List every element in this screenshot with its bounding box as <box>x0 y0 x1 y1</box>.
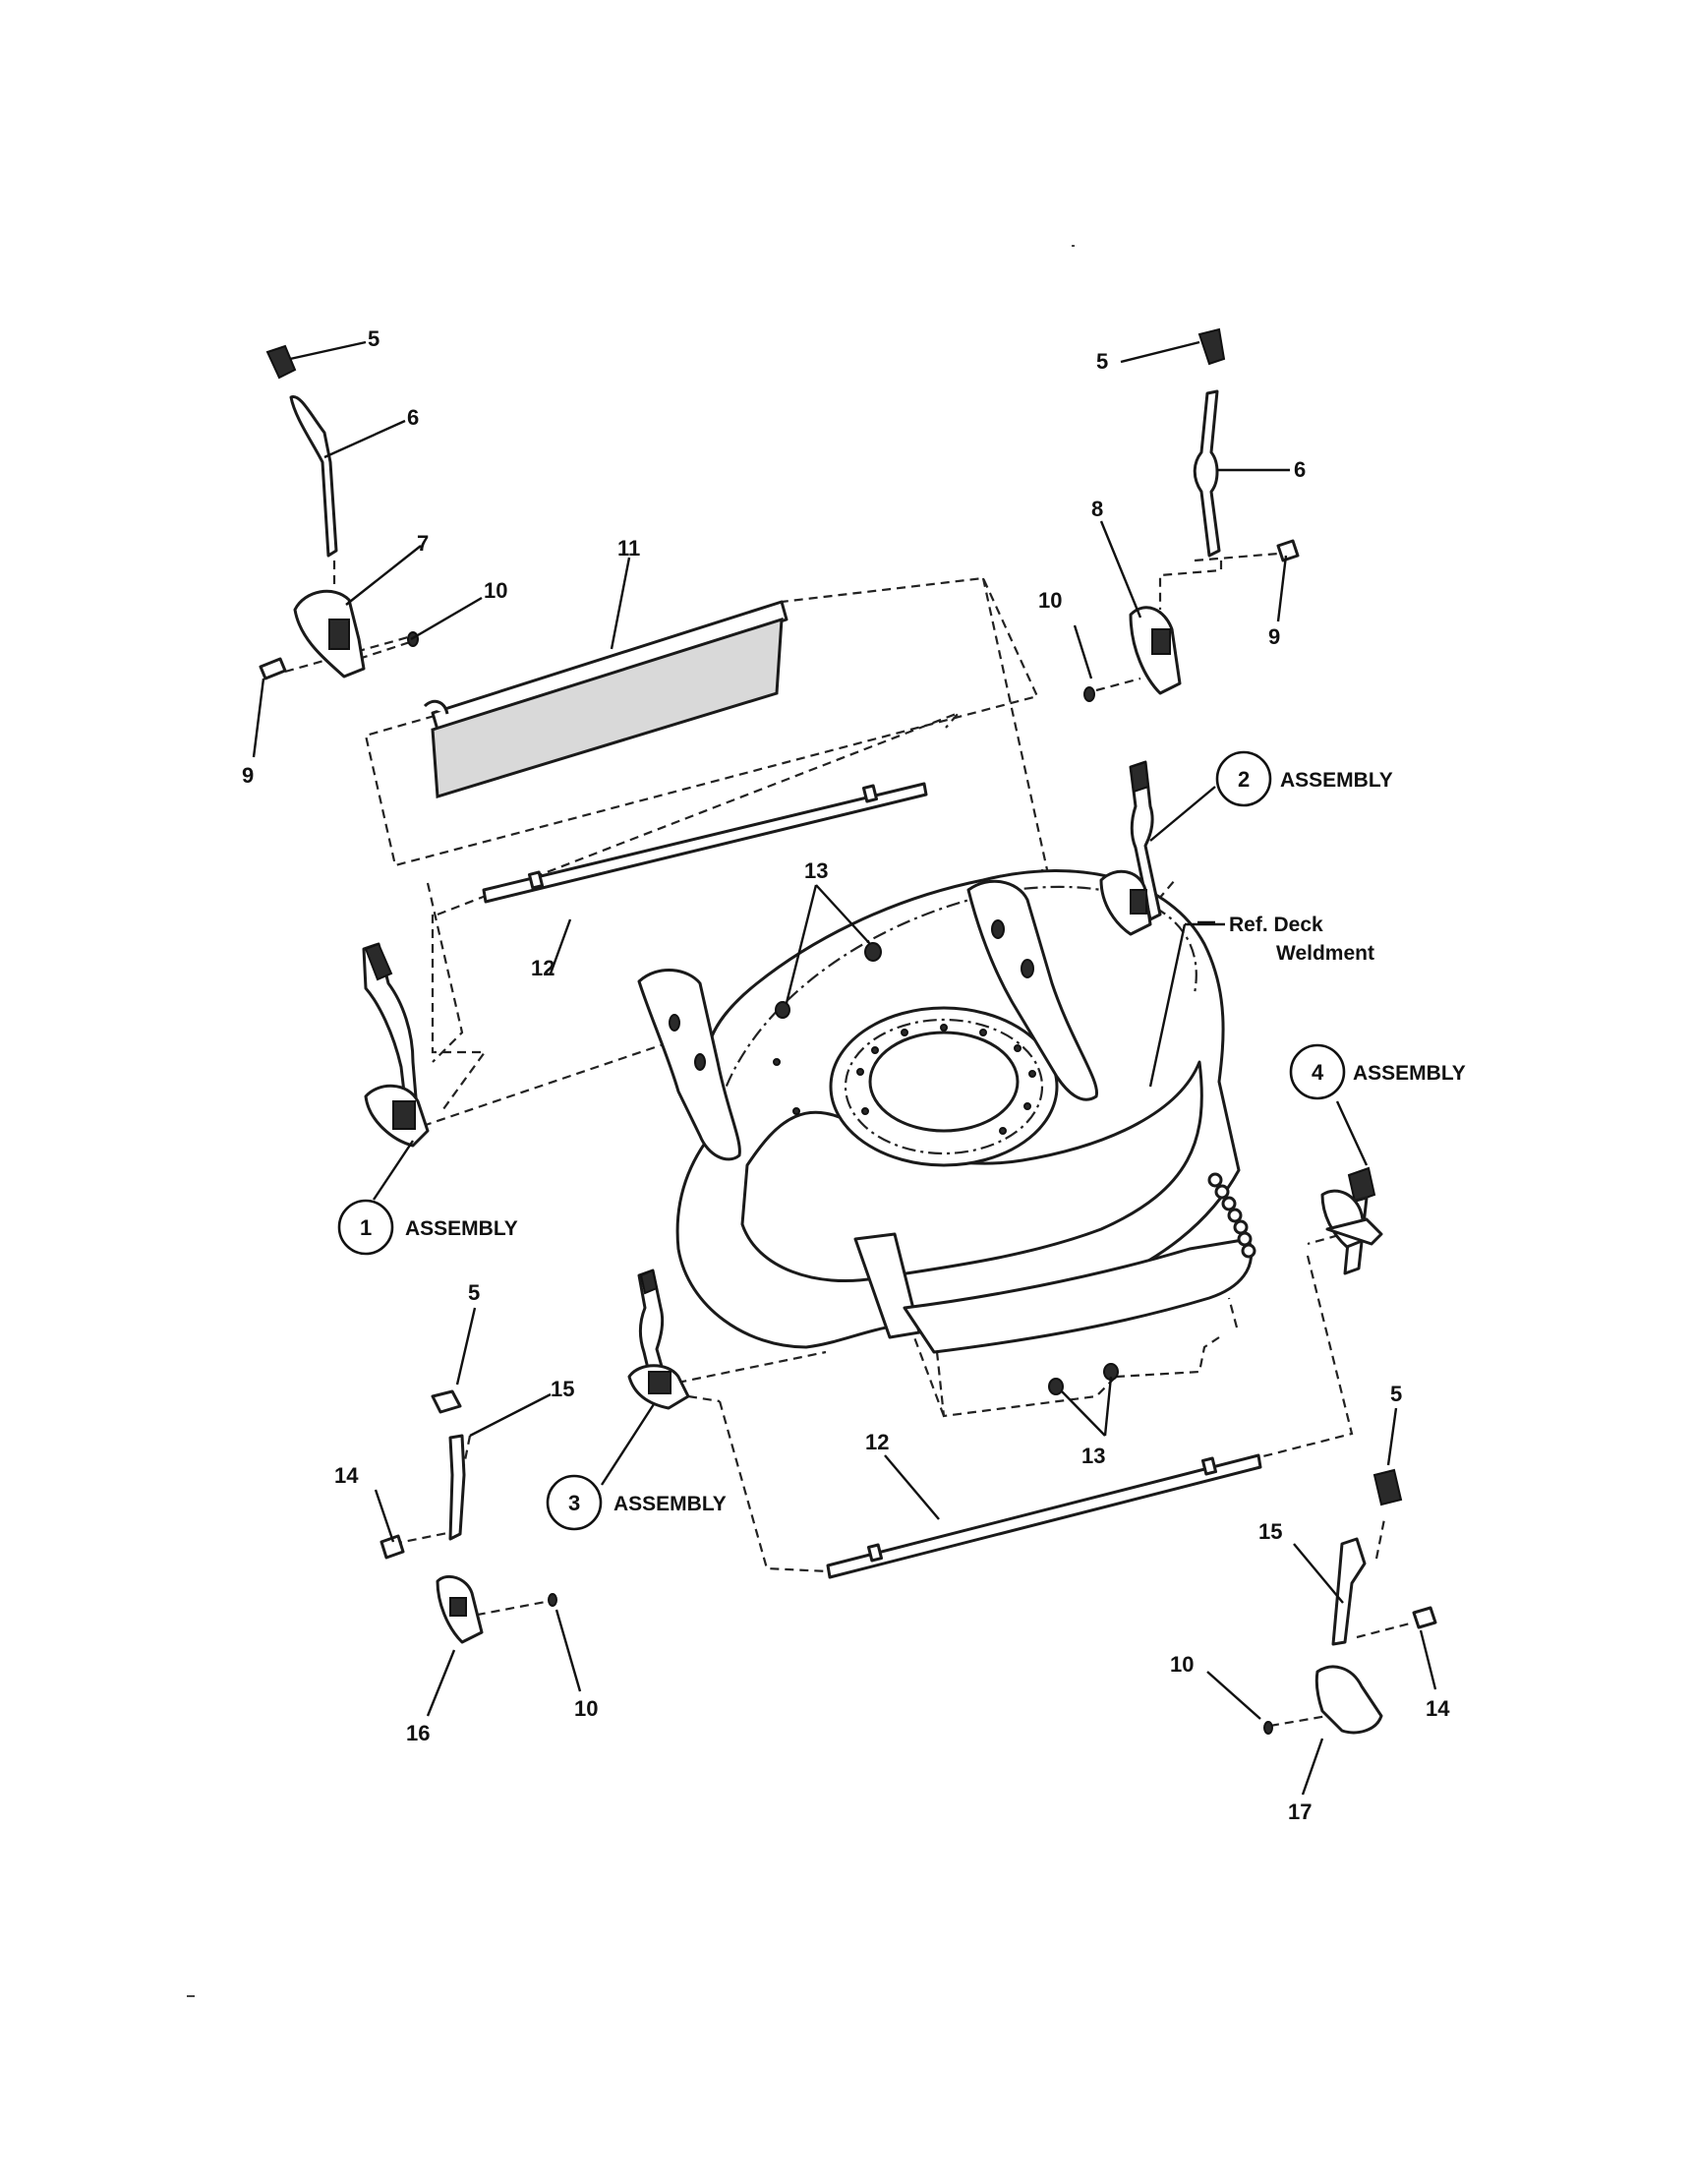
upper-right-height-adjuster <box>1083 327 1300 702</box>
mounting-holes <box>773 1024 1036 1135</box>
label-17: 17 <box>1288 1800 1312 1824</box>
assembly-3-number: 3 <box>568 1491 580 1515</box>
label-16: 16 <box>406 1721 430 1745</box>
label-12-lower: 12 <box>865 1430 889 1454</box>
assembly-2-text: ASSEMBLY <box>1280 769 1393 792</box>
assembly-4-number: 4 <box>1312 1060 1324 1085</box>
label-6-upper-right: 6 <box>1294 457 1306 482</box>
label-7: 7 <box>417 531 429 556</box>
assembly-4-bracket <box>1320 1166 1383 1275</box>
label-13-lower: 13 <box>1081 1444 1105 1468</box>
assembly-3-bracket <box>627 1269 690 1410</box>
label-12-upper: 12 <box>531 956 555 980</box>
axle-rod-lower-part-12 <box>826 1453 1262 1579</box>
label-14-lower-right: 14 <box>1426 1696 1450 1721</box>
label-8: 8 <box>1091 497 1103 521</box>
lower-left-height-adjuster <box>379 1389 557 1644</box>
label-15-lower-right: 15 <box>1258 1519 1282 1544</box>
nuts-part-13 <box>775 942 1119 1395</box>
label-15-lower-left: 15 <box>551 1377 574 1401</box>
spring-coil <box>1207 1172 1256 1259</box>
label-10-upper-left: 10 <box>484 578 507 603</box>
rear-flap-part-11 <box>423 600 788 798</box>
reference-deck-weldment: Ref. Deck Weldment <box>1197 914 1374 965</box>
label-10-lower-right: 10 <box>1170 1652 1194 1677</box>
assembly-1-circle <box>337 1199 394 1256</box>
assembly-1-text: ASSEMBLY <box>405 1217 518 1240</box>
label-10-lower-left: 10 <box>574 1696 598 1721</box>
assembly-callout-2: 2 ASSEMBLY <box>1215 750 1393 807</box>
label-5-lower-left: 5 <box>468 1280 480 1305</box>
label-14-lower-left: 14 <box>334 1463 359 1488</box>
assembly-3-circle <box>546 1474 603 1531</box>
assembly-callout-1: 1 ASSEMBLY <box>337 1199 518 1256</box>
upper-left-height-adjuster <box>259 344 419 680</box>
reference-line-1: Ref. Deck <box>1229 914 1323 936</box>
label-6-upper-left: 6 <box>407 405 419 430</box>
part-labels: 5 6 7 10 9 11 5 6 8 10 9 12 13 5 15 14 1… <box>242 326 1450 1824</box>
label-9-upper-right: 9 <box>1268 624 1280 649</box>
label-10-upper-right: 10 <box>1038 588 1062 613</box>
assembly-1-number: 1 <box>360 1215 372 1240</box>
label-13-upper: 13 <box>804 858 828 883</box>
assembly-1-bracket <box>362 942 430 1148</box>
axle-rod-upper-part-12 <box>482 782 928 904</box>
assembly-3-text: ASSEMBLY <box>613 1493 727 1515</box>
reference-line-2: Weldment <box>1276 942 1374 965</box>
assembly-2-circle <box>1215 750 1272 807</box>
assembly-4-circle <box>1289 1043 1346 1100</box>
label-9-upper-left: 9 <box>242 763 254 788</box>
assembly-callout-3: 3 ASSEMBLY <box>546 1474 727 1531</box>
label-5-upper-left: 5 <box>368 326 379 351</box>
assembly-2-bracket <box>1099 760 1162 936</box>
assembly-callout-4: 4 ASSEMBLY <box>1289 1043 1466 1100</box>
assembly-4-text: ASSEMBLY <box>1353 1062 1466 1085</box>
leader-lines <box>252 340 1437 1796</box>
label-11: 11 <box>617 536 640 561</box>
label-5-lower-right: 5 <box>1390 1382 1402 1406</box>
label-5-upper-right: 5 <box>1096 349 1108 374</box>
deck-weldment <box>637 869 1256 1354</box>
assembly-2-number: 2 <box>1238 767 1250 792</box>
lower-right-height-adjuster <box>1263 1468 1437 1735</box>
